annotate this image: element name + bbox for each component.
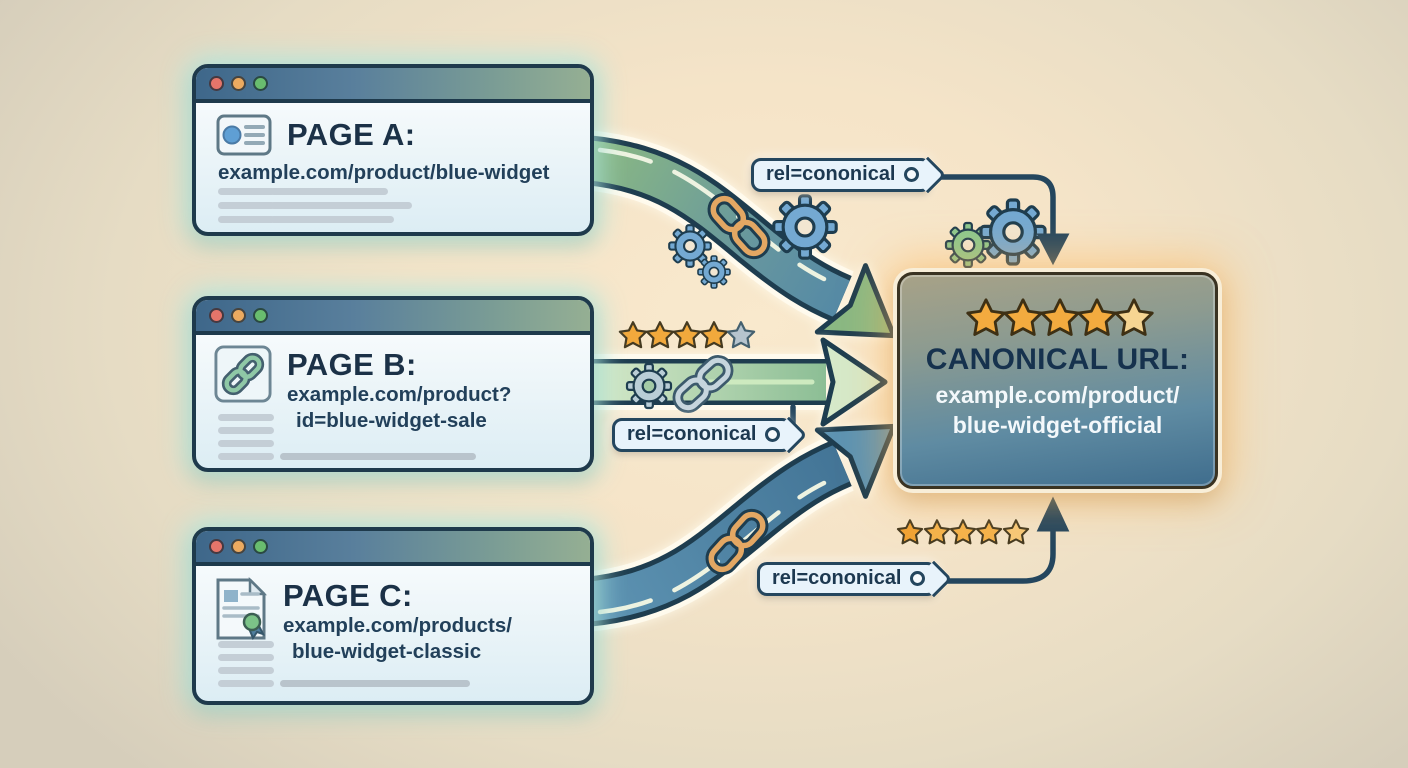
connector-tag-c — [935, 496, 1070, 584]
tag-label: rel=cononical — [772, 567, 902, 589]
page-b-url-line2: id=blue-widget-sale — [296, 409, 487, 433]
placeholder-line — [218, 641, 274, 648]
placeholder-line — [218, 440, 274, 447]
window-dot-red-icon — [209, 539, 224, 554]
tag-label: rel=cononical — [766, 163, 896, 185]
window-dot-green-icon — [253, 308, 268, 323]
placeholder-line — [218, 414, 274, 421]
page-b-window: PAGE B: example.com/product? id=blue-wid… — [192, 296, 594, 472]
page-c-window: PAGE C: example.com/products/ blue-widge… — [192, 527, 594, 705]
page-b-url-line1: example.com/product? — [287, 382, 512, 406]
placeholder-line — [218, 202, 275, 209]
page-a-title: PAGE A: — [287, 116, 416, 152]
placeholder-line — [270, 188, 388, 195]
star-rating-page-b — [618, 321, 756, 349]
gear-icon — [979, 198, 1047, 266]
page-a-titlebar — [196, 68, 590, 103]
placeholder-line — [218, 427, 274, 434]
window-dot-red-icon — [209, 76, 224, 91]
placeholder-line — [270, 202, 412, 209]
page-a-url: example.com/product/blue-widget — [218, 161, 550, 184]
placeholder-line — [280, 453, 476, 460]
window-dot-yellow-icon — [231, 76, 246, 91]
page-a-window: PAGE A: example.com/product/blue-widget — [192, 64, 594, 236]
gear-icon — [697, 255, 731, 289]
rel-canonical-tag-page-b: rel=cononical — [612, 418, 792, 452]
gear-icon — [625, 362, 673, 410]
chain-link-icon — [672, 355, 734, 413]
chain-link-icon — [705, 508, 769, 576]
window-dot-yellow-icon — [231, 539, 246, 554]
tag-hole-icon — [909, 571, 925, 586]
placeholder-line — [218, 667, 274, 674]
canonical-title: CANONICAL URL: — [925, 343, 1190, 376]
gear-icon — [772, 194, 838, 260]
article-card-icon — [216, 114, 272, 156]
tag-label: rel=cononical — [627, 423, 757, 445]
window-dot-green-icon — [253, 539, 268, 554]
window-dot-yellow-icon — [231, 308, 246, 323]
star-rating-page-c — [896, 519, 1030, 545]
page-c-url-line2: blue-widget-classic — [292, 640, 482, 664]
star-rating-canonical — [966, 298, 1154, 336]
canonical-url-line2: blue-widget-official — [952, 411, 1163, 438]
arrow-page-c-to-canonical — [582, 423, 897, 632]
placeholder-line — [218, 216, 275, 223]
placeholder-line — [218, 188, 275, 195]
placeholder-line — [218, 680, 274, 687]
page-c-title: PAGE C: — [283, 578, 413, 613]
page-b-title: PAGE B: — [287, 347, 417, 382]
placeholder-line — [218, 654, 274, 661]
placeholder-line — [270, 216, 394, 223]
chain-link-icon — [214, 345, 272, 403]
canonical-url-box: CANONICAL URL: example.com/product/ blue… — [897, 272, 1218, 489]
certificate-document-icon — [216, 576, 268, 641]
window-dot-red-icon — [209, 308, 224, 323]
canonical-url-line1: example.com/product/ — [935, 382, 1180, 408]
chain-link-icon — [707, 192, 771, 260]
connector-tag-a — [925, 174, 1070, 266]
rel-canonical-tag-page-c: rel=cononical — [757, 562, 937, 596]
rel-canonical-tag-page-a: rel=cononical — [751, 158, 931, 192]
placeholder-line — [280, 680, 470, 687]
page-c-titlebar — [196, 531, 590, 566]
page-c-url-line1: example.com/products/ — [283, 613, 512, 637]
tag-hole-icon — [903, 167, 919, 182]
page-b-titlebar — [196, 300, 590, 335]
placeholder-line — [218, 453, 274, 460]
window-dot-green-icon — [253, 76, 268, 91]
tag-hole-icon — [764, 427, 780, 442]
